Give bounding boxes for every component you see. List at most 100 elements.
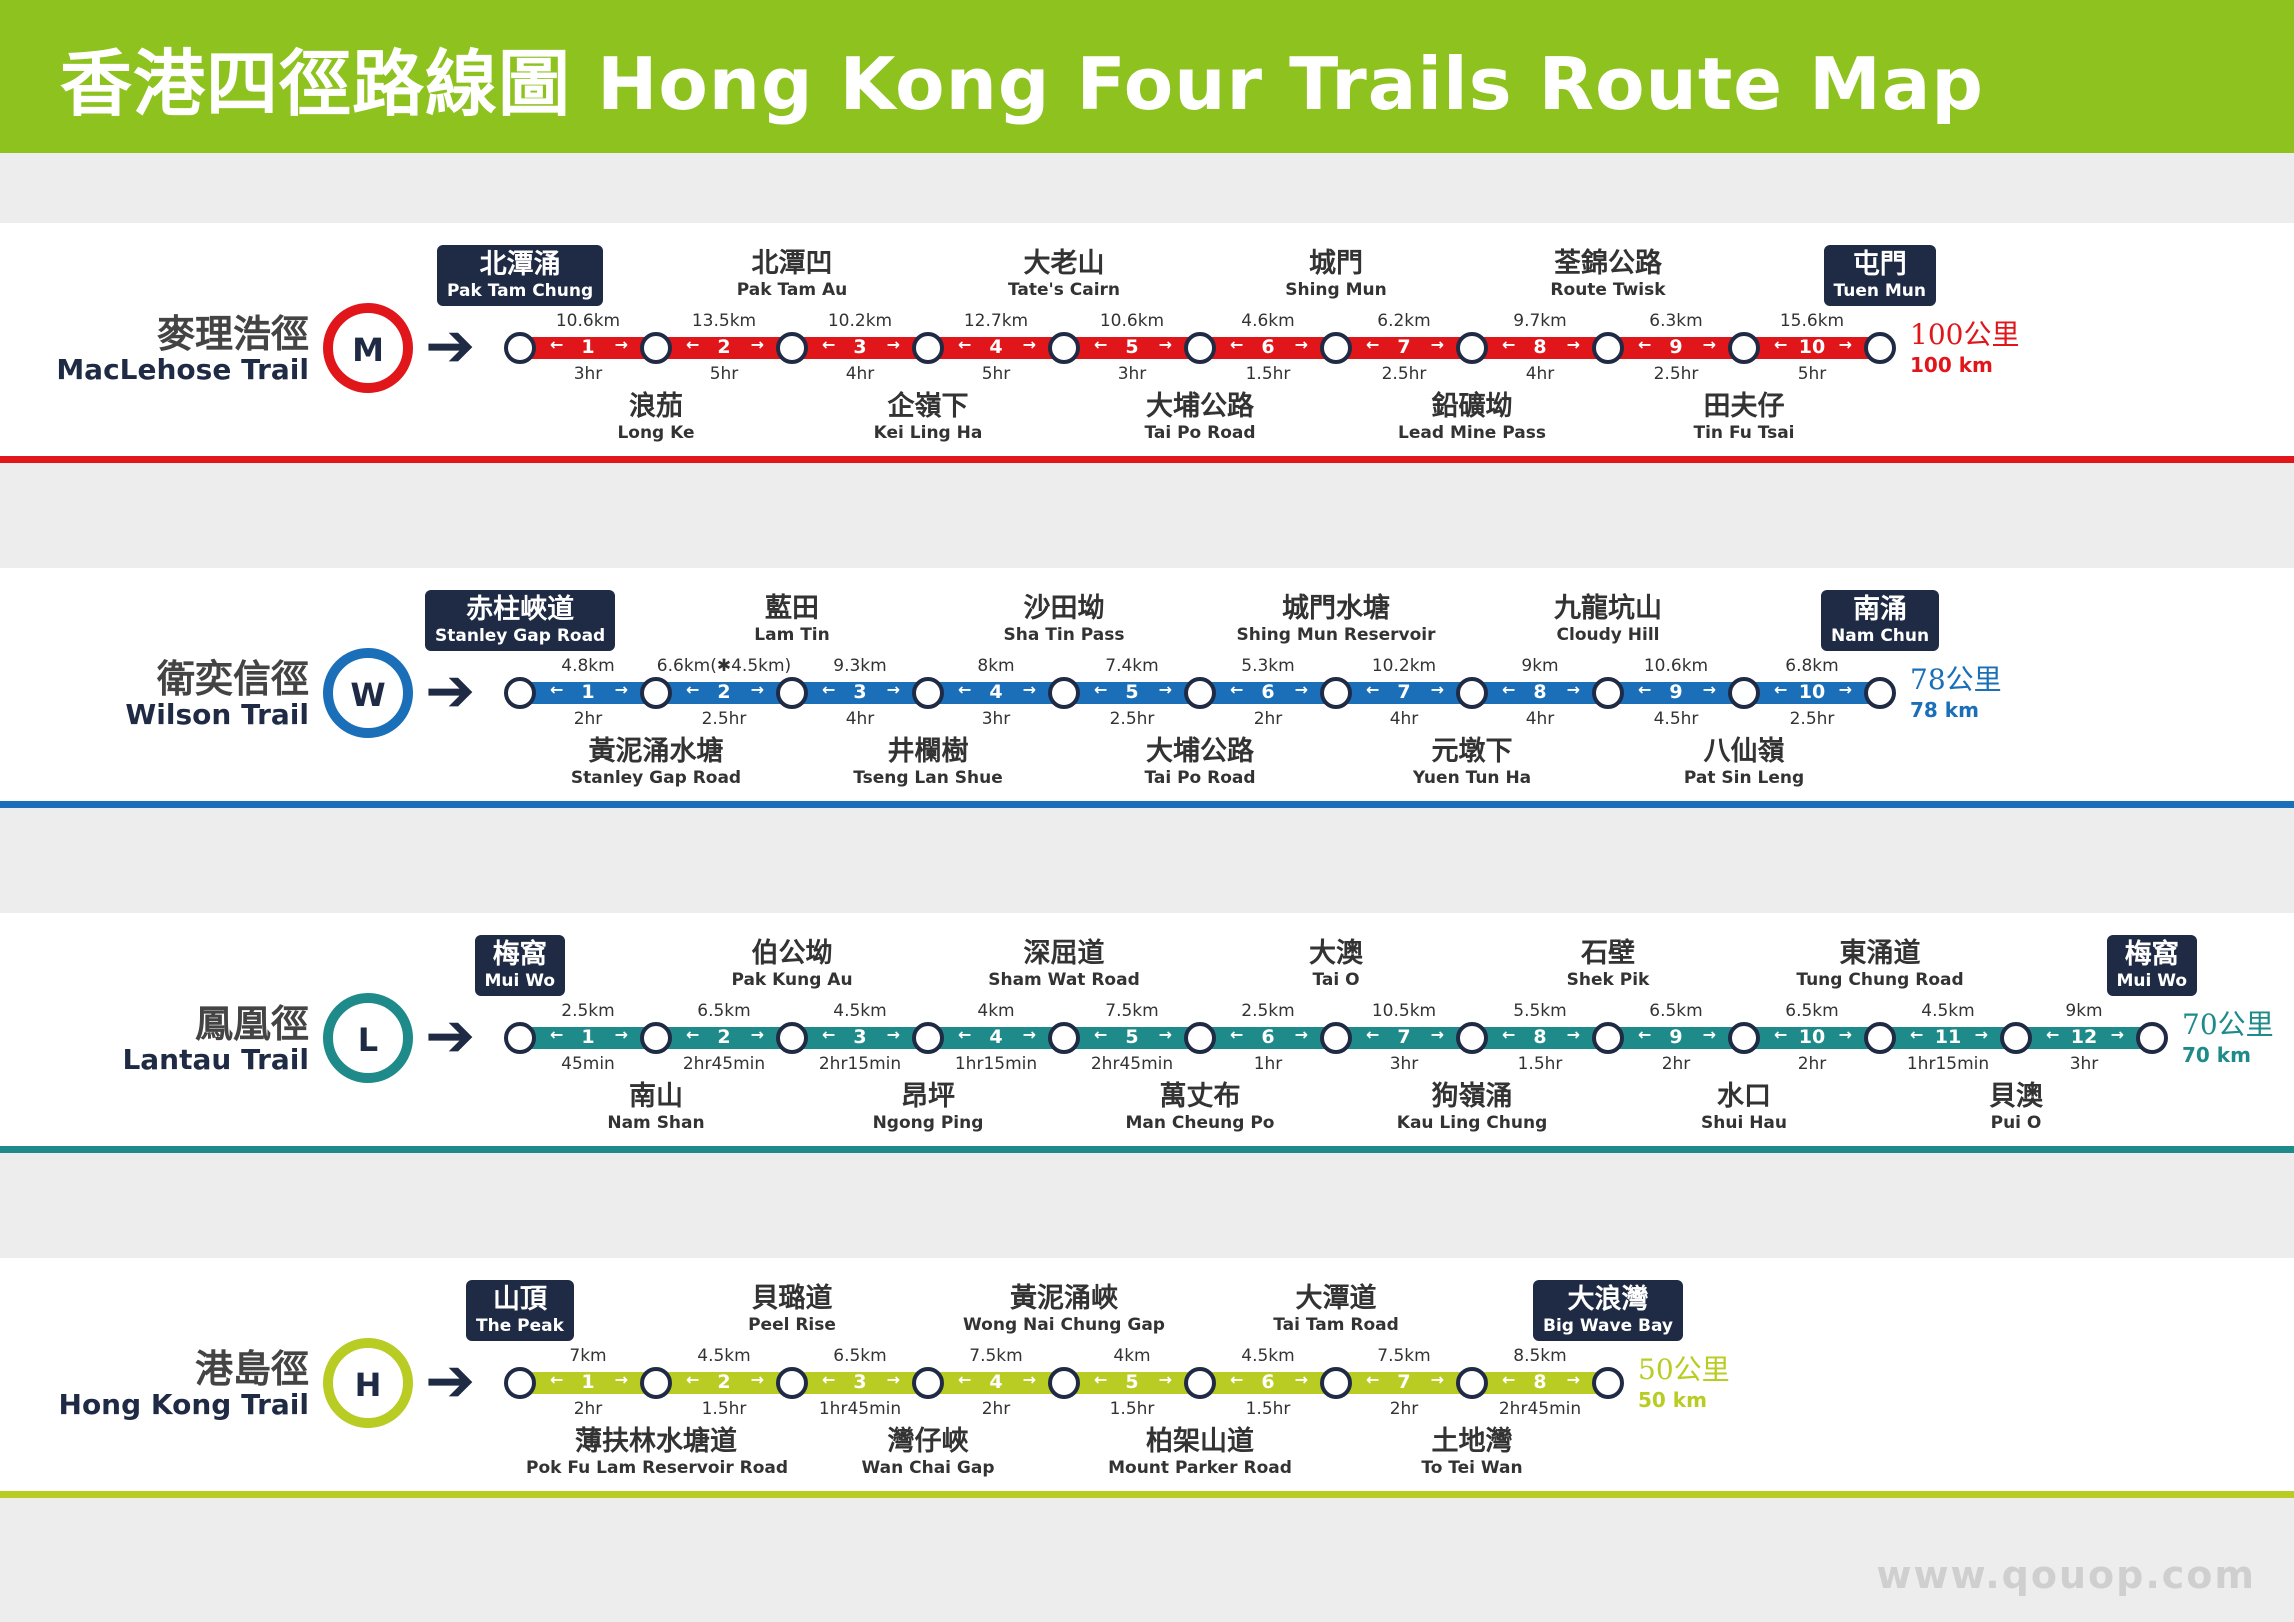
left-arrow-icon: ← [550, 680, 564, 699]
section-distance: 4.5km [833, 1001, 887, 1021]
section-number: 5 [1125, 681, 1139, 703]
section-number: 12 [2070, 1026, 2098, 1048]
trail-name-en: Wilson Trail [125, 698, 309, 731]
section-number: 8 [1533, 336, 1547, 358]
trail-total-length-zh: 70公里 [2182, 1008, 2274, 1041]
station-node [1456, 332, 1488, 364]
trail-underline [0, 456, 2294, 463]
direction-arrow-icon: ➔ [425, 1346, 476, 1416]
section-number: 9 [1669, 336, 1683, 358]
station-node [1728, 677, 1760, 709]
section-number: 7 [1397, 1026, 1411, 1048]
left-arrow-icon: ← [1502, 680, 1516, 699]
trail-name-en: Hong Kong Trail [58, 1388, 309, 1421]
trail-section-bar: ←2→ [656, 335, 792, 359]
trail-section-bar: ←4→ [928, 335, 1064, 359]
station-name-zh: 南山 [629, 1081, 683, 1112]
station-name-en: The Peak [476, 1316, 564, 1336]
section-distance: 4.5km [1241, 1346, 1295, 1366]
left-arrow-icon: ← [2046, 1025, 2060, 1044]
trail-section-bar: ←3→ [792, 335, 928, 359]
section-time: 2hr [1797, 1054, 1827, 1074]
station-name-en: Stanley Gap Road [435, 626, 606, 646]
station-name-en: Pat Sin Leng [1683, 768, 1805, 788]
section-distance: 2.5km [561, 1001, 615, 1021]
section-distance: 8.5km [1513, 1346, 1567, 1366]
section-time: 1hr45min [818, 1399, 902, 1419]
station-node [1592, 332, 1624, 364]
station-name-zh: 沙田坳 [1023, 593, 1105, 624]
section-number: 1 [581, 1026, 595, 1048]
station-node [1048, 677, 1080, 709]
station-name-zh: 土地灣 [1431, 1426, 1513, 1457]
trail-badge: L [323, 993, 413, 1083]
section-distance: 9km [1521, 656, 1559, 676]
section-number: 7 [1397, 336, 1411, 358]
station-name-zh: 田夫仔 [1703, 391, 1785, 422]
section-time: 3hr [1117, 364, 1147, 384]
section-distance: 6.8km [1785, 656, 1839, 676]
trail-section-bar: ←4→ [928, 1370, 1064, 1394]
left-arrow-icon: ← [1638, 1025, 1652, 1044]
trail-section-bar: ←9→ [1608, 680, 1744, 704]
right-arrow-icon: → [1566, 1025, 1580, 1044]
trail-section-bar: ←2→ [656, 1025, 792, 1049]
station-name-en: Ngong Ping [872, 1113, 984, 1133]
trail-total-length-en: 78 km [1910, 698, 1979, 722]
section-number: 2 [717, 336, 731, 358]
section-number: 7 [1397, 1371, 1411, 1393]
station-name-en: Kei Ling Ha [873, 423, 983, 443]
station-name-zh: 萬丈布 [1159, 1081, 1241, 1112]
section-number: 5 [1125, 1026, 1139, 1048]
section-number: 7 [1397, 681, 1411, 703]
station-node [1184, 1367, 1216, 1399]
station-node [912, 677, 944, 709]
station-node [1592, 1022, 1624, 1054]
station-name-zh: 薄扶林水塘道 [575, 1426, 737, 1457]
left-arrow-icon: ← [550, 1370, 564, 1389]
station-name-en: Sham Wat Road [988, 970, 1140, 990]
section-number: 6 [1261, 1026, 1275, 1048]
right-arrow-icon: → [1702, 1025, 1716, 1044]
station-node [1728, 332, 1760, 364]
station-name-en: Route Twisk [1550, 280, 1666, 300]
section-distance: 6.5km [697, 1001, 751, 1021]
right-arrow-icon: → [886, 1370, 900, 1389]
trail-section-bar: ←2→ [656, 1370, 792, 1394]
section-time: 2hr [1389, 1399, 1419, 1419]
right-arrow-icon: → [750, 680, 764, 699]
section-time: 3hr [981, 709, 1011, 729]
station-node [1864, 1022, 1896, 1054]
trail-section-bar: ←6→ [1200, 335, 1336, 359]
section-time: 1.5hr [1109, 1399, 1155, 1419]
station-name-zh: 北潭涌 [479, 249, 561, 280]
station-node [912, 332, 944, 364]
station-name-zh: 深屈道 [1023, 938, 1105, 969]
right-arrow-icon: → [1974, 1025, 1988, 1044]
section-distance: 10.2km [827, 311, 893, 331]
section-number: 6 [1261, 1371, 1275, 1393]
left-arrow-icon: ← [1366, 335, 1380, 354]
station-node [504, 677, 536, 709]
left-arrow-icon: ← [1366, 680, 1380, 699]
section-distance: 10.6km [1643, 656, 1709, 676]
left-arrow-icon: ← [958, 1025, 972, 1044]
section-distance: 6.2km [1377, 311, 1431, 331]
right-arrow-icon: → [1430, 1025, 1444, 1044]
station-name-en: Tung Chung Road [1796, 970, 1964, 990]
trail-section-bar: ←10→ [1744, 1025, 1880, 1049]
right-arrow-icon: → [750, 1370, 764, 1389]
station-name-zh: 元墩下 [1431, 736, 1513, 767]
station-name-en: Shing Mun [1285, 280, 1387, 300]
